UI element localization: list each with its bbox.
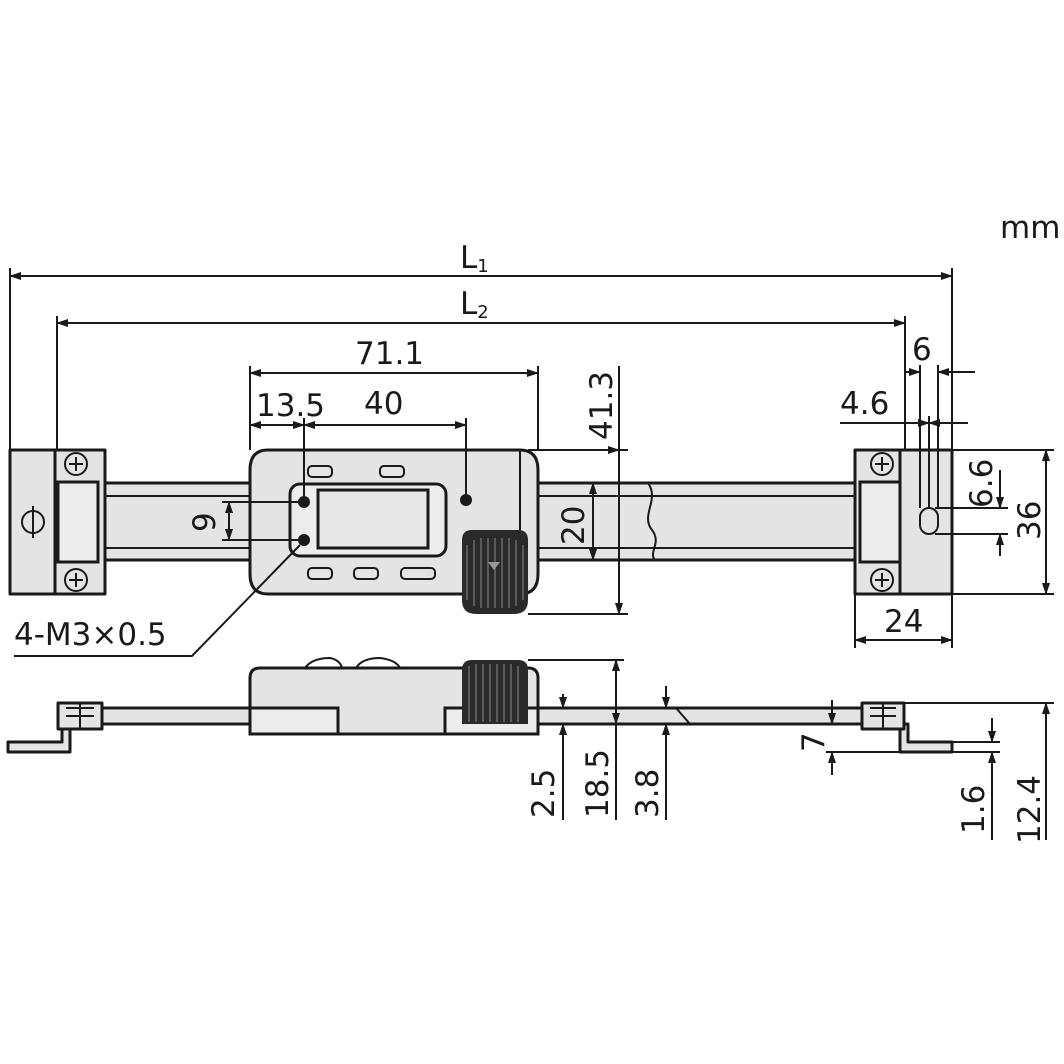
dim-2-5: 2.5	[526, 769, 562, 818]
dim-4-6: 4.6	[840, 386, 889, 422]
screw-hole	[298, 496, 310, 508]
unit-label: mm	[1000, 210, 1060, 246]
display-unit	[248, 448, 540, 614]
dim-13-5: 13.5	[256, 388, 325, 424]
left-bracket-side	[6, 726, 72, 754]
screw-hole	[298, 534, 310, 546]
right-bracket-side	[898, 722, 954, 754]
l2-label: L2	[460, 286, 489, 323]
dim-1-6: 1.6	[956, 785, 992, 834]
dim-36: 36	[1012, 501, 1048, 540]
dim-71-1: 71.1	[355, 336, 424, 372]
button-bottom-right	[400, 567, 436, 580]
dim-7: 7	[796, 732, 832, 752]
dim-3-8: 3.8	[630, 769, 666, 818]
dim-6: 6	[912, 332, 932, 368]
dim-20: 20	[556, 506, 592, 545]
dim-41-3: 41.3	[584, 371, 620, 440]
mounting-screw	[870, 568, 894, 592]
mounting-screw	[64, 452, 88, 476]
dim-6-6: 6.6	[964, 459, 1000, 508]
l1-label: L1	[460, 240, 489, 277]
dim-40: 40	[364, 386, 403, 422]
lcd-screen	[316, 488, 430, 550]
left-mounting-bracket	[8, 448, 107, 596]
side-view	[6, 656, 1054, 840]
button-bottom-left	[307, 567, 333, 580]
button-bottom-mid	[353, 567, 379, 580]
dim-12-4: 12.4	[1012, 775, 1048, 844]
button-top-right	[379, 465, 405, 478]
dim-24: 24	[884, 604, 923, 640]
screw-hole	[460, 494, 472, 506]
mounting-screw	[870, 452, 894, 476]
top-view	[8, 268, 1054, 657]
dim-9: 9	[187, 512, 223, 532]
button-top-left	[307, 465, 333, 478]
dim-18-5: 18.5	[580, 749, 616, 818]
right-mounting-bracket	[853, 448, 954, 596]
thread-callout: 4-M3×0.5	[14, 617, 167, 653]
mounting-screw	[64, 568, 88, 592]
